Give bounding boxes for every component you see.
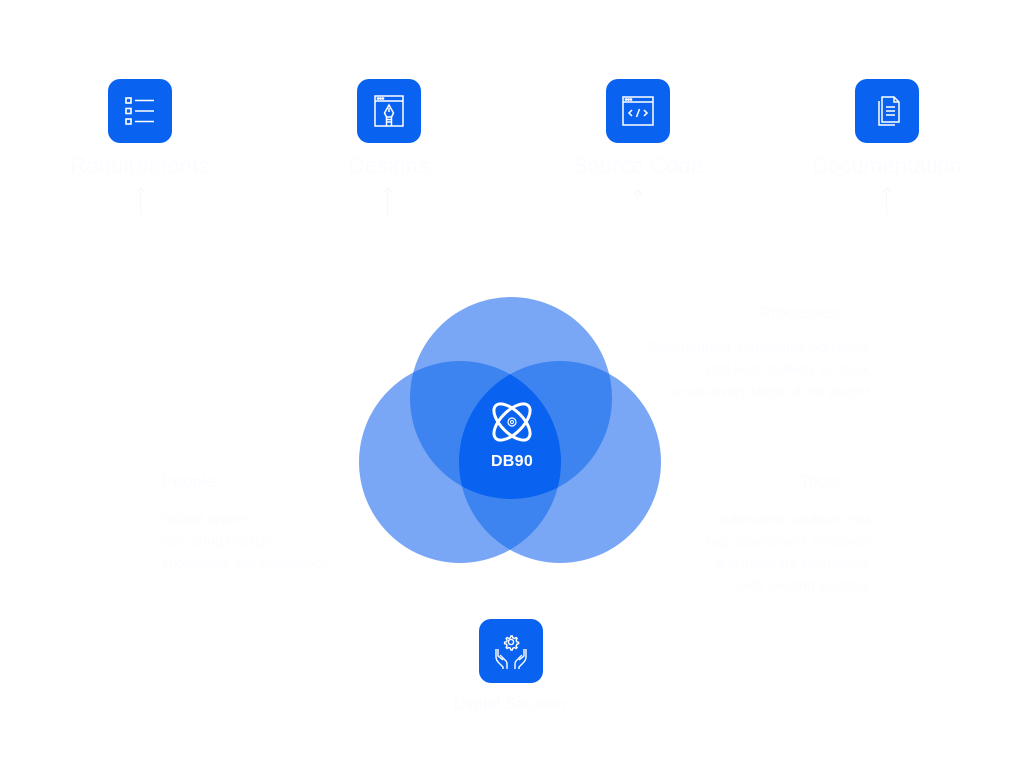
tools-title: Tools (800, 472, 840, 492)
people-title: People (162, 472, 215, 492)
processes-title-text: Processes (760, 303, 840, 322)
atom-gear-icon (492, 402, 532, 442)
requirements-tile (108, 79, 172, 143)
processes-description: Standardized, repeatable workflows that … (648, 339, 870, 399)
people-title-text: People (162, 472, 215, 491)
source-code-tile (606, 79, 670, 143)
people-description: Skilled experts who bring the right know… (162, 511, 329, 571)
source-code-label: Source Code (572, 153, 704, 178)
hands-gear-icon (495, 635, 527, 669)
documentation-arrow (886, 192, 887, 214)
designs-tile (357, 79, 421, 143)
digital-solution-tile (479, 619, 543, 683)
requirements-label: Requirements (70, 153, 210, 178)
center-logo: DB90 (480, 396, 544, 470)
source-code-arrow (637, 194, 638, 200)
digital-solution-label: Digital Solution (453, 694, 567, 713)
logo-text: DB90 (490, 453, 534, 470)
documents-icon (878, 96, 900, 126)
processes-title: Processes (760, 303, 839, 323)
designs-label: Designs (348, 153, 430, 178)
tools-description: Automated solutions that help teams work… (706, 511, 870, 593)
designs-arrow (387, 192, 388, 216)
requirements-arrow (140, 192, 141, 214)
documentation-tile (855, 79, 919, 143)
checklist-icon (125, 97, 154, 125)
documentation-label: Documentation (811, 153, 963, 178)
tools-title-text: Tools (800, 472, 840, 491)
code-window-icon (622, 96, 654, 126)
design-pen-icon (374, 95, 404, 127)
